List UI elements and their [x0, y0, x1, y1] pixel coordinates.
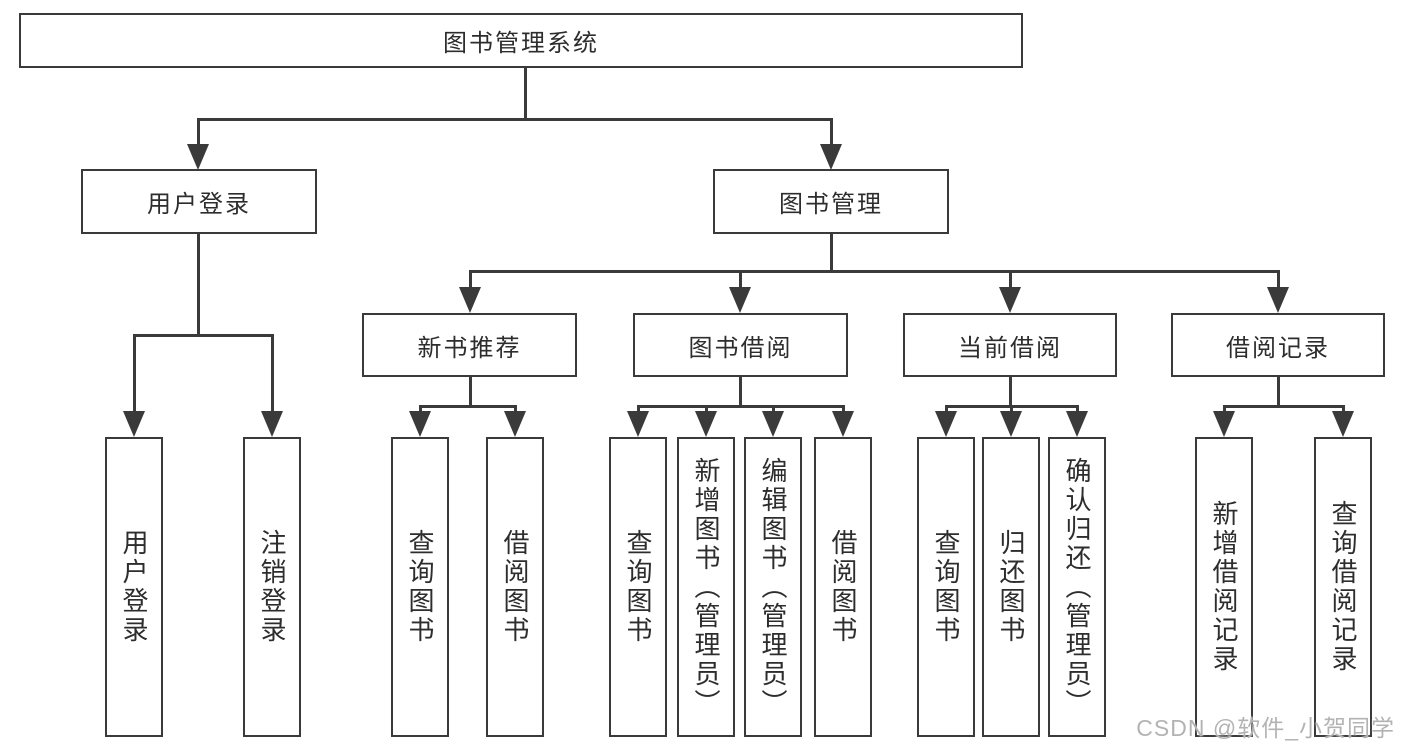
- leaf-borrow-books-recommend: 借阅图书: [486, 437, 544, 737]
- connector-login-drop-1: [133, 334, 136, 413]
- leaf-edit-books-admin-label: 编辑图书（管理员）: [758, 456, 788, 718]
- arrowhead-edit-books-admin: [762, 411, 784, 437]
- connector-mgmt-drop-3: [1009, 270, 1012, 289]
- node-user-login-label: 用户登录: [147, 191, 251, 218]
- leaf-logout: 注销登录: [243, 437, 301, 737]
- leaf-query-books-current-label: 查询图书: [931, 529, 961, 645]
- node-current-borrowing-label: 当前借阅: [958, 334, 1062, 362]
- leaf-borrow-books-recommend-label: 借阅图书: [500, 529, 530, 645]
- connector-login-drop-2: [271, 334, 274, 413]
- arrowhead-query-books-recommend: [409, 411, 431, 437]
- node-book-borrowing: 图书借阅: [633, 313, 848, 377]
- connector-recommend-stem: [469, 377, 472, 408]
- arrowhead-return-books: [1000, 411, 1022, 437]
- node-borrow-records-label: 借阅记录: [1226, 334, 1330, 362]
- leaf-logout-label: 注销登录: [257, 529, 287, 645]
- connector-borrowing-drop-1: [637, 405, 640, 413]
- arrowhead-new-book-recommend: [459, 287, 481, 313]
- node-new-book-recommend-label: 新书推荐: [417, 334, 522, 362]
- connector-borrowing-stem: [739, 377, 742, 408]
- leaf-add-borrow-record: 新增借阅记录: [1195, 437, 1253, 737]
- leaf-query-books-borrowing-label: 查询图书: [623, 529, 653, 645]
- node-new-book-recommend: 新书推荐: [362, 313, 577, 377]
- arrowhead-borrow-records: [1267, 287, 1289, 313]
- arrowhead-logout-leaf: [261, 411, 283, 437]
- arrowhead-borrow-books-recommend: [504, 411, 526, 437]
- connector-login-rail: [133, 334, 274, 337]
- node-borrow-records: 借阅记录: [1171, 313, 1385, 377]
- arrowhead-borrow-books-borrowing: [832, 411, 854, 437]
- node-user-login: 用户登录: [81, 169, 317, 234]
- connector-current-drop-3: [1076, 405, 1079, 413]
- arrowhead-add-borrow-record: [1213, 411, 1235, 437]
- leaf-edit-books-admin: 编辑图书（管理员）: [744, 437, 802, 737]
- connector-root-rail: [197, 118, 833, 121]
- connector-login-stem: [197, 234, 200, 337]
- leaf-add-books-admin: 新增图书（管理员）: [677, 437, 735, 737]
- connector-current-drop-2: [1010, 405, 1013, 413]
- leaf-borrow-books-borrowing-label: 借阅图书: [828, 529, 858, 645]
- connector-borrowing-drop-3: [772, 405, 775, 413]
- arrowhead-query-books-current: [935, 411, 957, 437]
- connector-borrowing-drop-2: [705, 405, 708, 413]
- connector-records-drop-1: [1223, 405, 1226, 413]
- leaf-query-books-current: 查询图书: [917, 437, 975, 737]
- node-current-borrowing: 当前借阅: [903, 313, 1117, 377]
- leaf-borrow-books-borrowing: 借阅图书: [814, 437, 872, 737]
- leaf-query-borrow-record: 查询借阅记录: [1314, 437, 1372, 737]
- connector-recommend-drop-1: [419, 405, 422, 413]
- arrowhead-user-login: [187, 144, 209, 170]
- connector-recommend-rail: [419, 405, 517, 408]
- connector-root-drop-1: [197, 118, 200, 146]
- connector-records-drop-2: [1342, 405, 1345, 413]
- node-root-system-label: 图书管理系统: [443, 30, 599, 57]
- arrowhead-user-login-leaf: [123, 411, 145, 437]
- arrowhead-query-borrow-record: [1332, 411, 1354, 437]
- leaf-confirm-return-admin: 确认归还（管理员）: [1048, 437, 1106, 737]
- connector-mgmt-stem: [830, 234, 833, 273]
- leaf-query-books-borrowing: 查询图书: [609, 437, 667, 737]
- csdn-watermark: CSDN @软件_小贺同学: [1136, 715, 1395, 741]
- leaf-confirm-return-admin-label: 确认归还（管理员）: [1062, 456, 1092, 718]
- connector-records-rail: [1223, 405, 1344, 408]
- leaf-query-books-recommend: 查询图书: [391, 437, 449, 737]
- arrowhead-confirm-return-admin: [1066, 411, 1088, 437]
- leaf-query-borrow-record-label: 查询借阅记录: [1328, 500, 1358, 674]
- leaf-return-books: 归还图书: [982, 437, 1040, 737]
- arrowhead-book-borrowing: [729, 287, 751, 313]
- arrowhead-add-books-admin: [695, 411, 717, 437]
- connector-mgmt-drop-2: [739, 270, 742, 289]
- arrowhead-book-management: [820, 144, 842, 170]
- connector-root-drop-2: [830, 118, 833, 146]
- leaf-return-books-label: 归还图书: [996, 529, 1026, 645]
- connector-borrowing-rail: [637, 405, 844, 408]
- leaf-add-books-admin-label: 新增图书（管理员）: [691, 456, 721, 718]
- arrowhead-current-borrowing: [999, 287, 1021, 313]
- connector-root-stem: [524, 68, 527, 120]
- connector-records-stem: [1277, 377, 1280, 408]
- connector-recommend-drop-2: [514, 405, 517, 413]
- leaf-user-login: 用户登录: [105, 437, 163, 737]
- connector-mgmt-rail: [469, 270, 1280, 273]
- leaf-user-login-label: 用户登录: [119, 529, 149, 645]
- connector-mgmt-drop-4: [1277, 270, 1280, 289]
- node-book-borrowing-label: 图书借阅: [688, 334, 793, 362]
- node-book-management: 图书管理: [713, 169, 949, 234]
- node-root-system: 图书管理系统: [19, 13, 1023, 68]
- node-book-management-label: 图书管理: [779, 191, 883, 218]
- connector-current-drop-1: [945, 405, 948, 413]
- connector-current-stem: [1009, 377, 1012, 408]
- arrowhead-query-books-borrowing: [627, 411, 649, 437]
- connector-mgmt-drop-1: [469, 270, 472, 289]
- leaf-add-borrow-record-label: 新增借阅记录: [1209, 500, 1239, 674]
- leaf-query-books-recommend-label: 查询图书: [405, 529, 435, 645]
- connector-borrowing-drop-4: [842, 405, 845, 413]
